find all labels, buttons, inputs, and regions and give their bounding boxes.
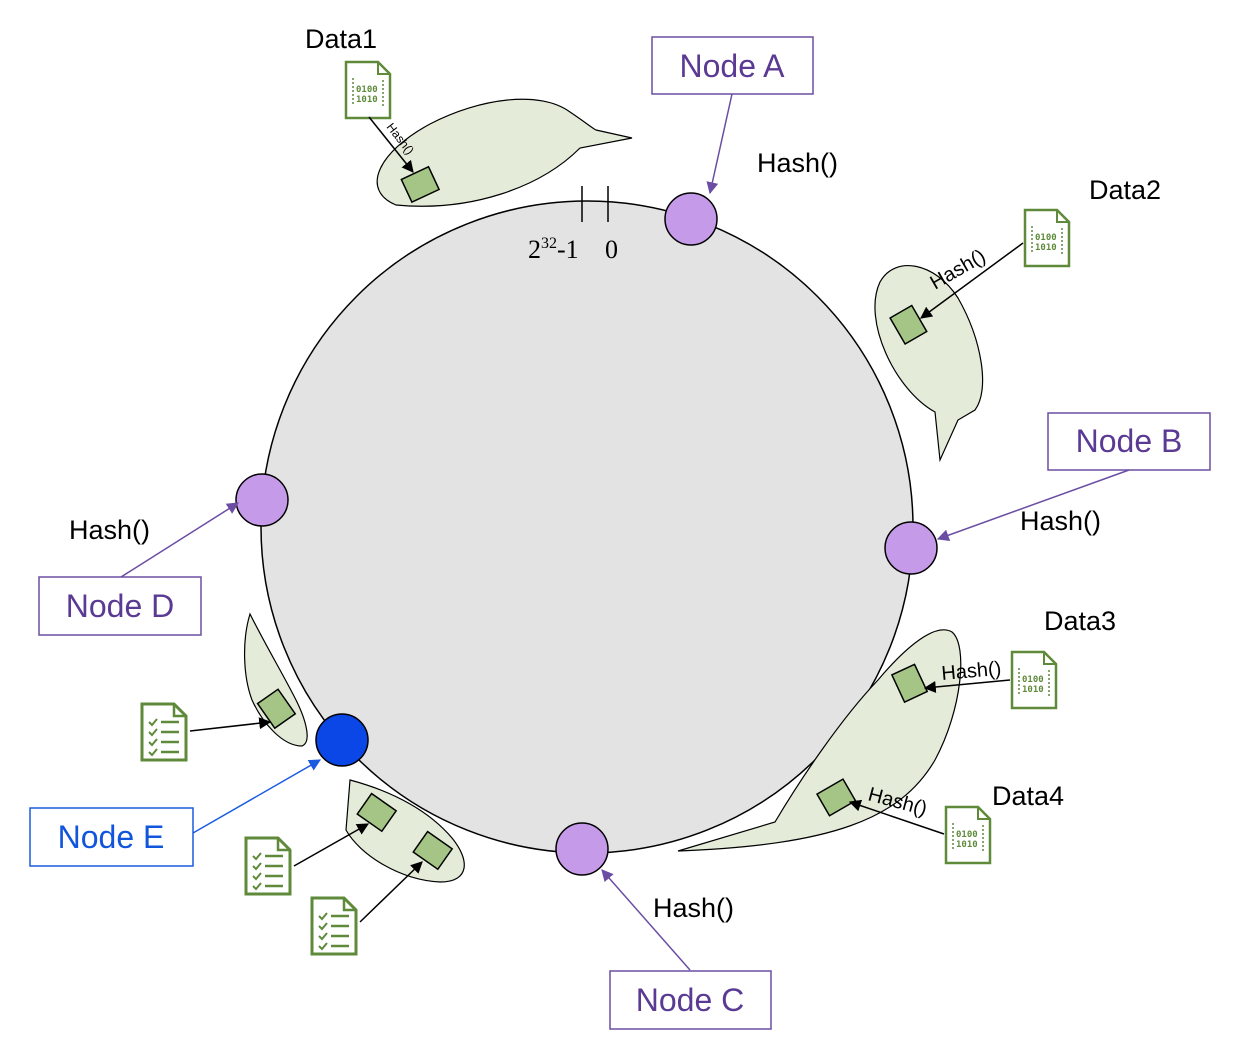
svg-text:1010: 1010	[1035, 243, 1057, 253]
node-b-hash-label: Hash()	[1020, 506, 1101, 536]
data4-file-icon: 0100 1010	[944, 805, 992, 865]
node-e-arrow	[192, 759, 322, 834]
ring-max-label: 232-1	[528, 235, 579, 264]
node-a-label: Node A	[680, 48, 786, 84]
svg-text:0100: 0100	[956, 830, 978, 840]
data3-hash-label: Hash()	[941, 658, 1003, 685]
data2-hash-key	[889, 304, 928, 346]
data3-hash-arrow	[923, 679, 1011, 693]
data4-hash-arrow	[848, 799, 945, 835]
node-d-hash-label: Hash()	[69, 515, 150, 545]
node-e-document-icon-3	[310, 896, 358, 956]
node-a-point[interactable]	[664, 192, 718, 246]
svg-text:0100: 0100	[356, 85, 378, 95]
node-e-doc2-hash-arrow	[293, 823, 370, 867]
ring-zero-label: 0	[605, 235, 618, 264]
data2-hash-label: Hash()	[927, 245, 990, 294]
node-b-point[interactable]	[884, 521, 938, 575]
data4-hash-key	[815, 778, 857, 817]
node-e-label: Node E	[58, 819, 165, 855]
svg-text:1010: 1010	[356, 95, 378, 105]
node-e-document-icon-1	[140, 702, 188, 762]
node-a-hash-label: Hash()	[757, 148, 838, 178]
node-e-lower-key-2	[412, 830, 454, 871]
node-c-point[interactable]	[555, 822, 609, 876]
node-d-arrow	[120, 502, 240, 578]
node-e-point[interactable]	[315, 713, 369, 767]
node-c-hash-label: Hash()	[653, 893, 734, 923]
node-d-box	[38, 576, 202, 636]
node-e-box	[29, 807, 194, 867]
data2-file-icon: 0100 1010	[1023, 208, 1071, 268]
node-e-upper-hash-arrow	[189, 717, 272, 732]
node-e-lower-key-1	[356, 792, 398, 833]
data3-data4-callout-bubble	[677, 629, 962, 852]
node-b-arrow	[936, 469, 1130, 541]
svg-text:0100: 0100	[1022, 675, 1044, 685]
data1-file-icon: 0100 1010	[344, 60, 392, 120]
data2-hash-arrow	[920, 242, 1024, 319]
node-a-box	[651, 36, 814, 95]
svg-text:1010: 1010	[1022, 685, 1044, 695]
node-c-arrow	[601, 869, 691, 971]
svg-text:1010: 1010	[956, 840, 978, 850]
data1-label: Data1	[305, 24, 377, 54]
node-e-doc3-hash-arrow	[359, 861, 423, 923]
node-a-arrow	[706, 93, 733, 195]
data3-file-icon: 0100 1010	[1010, 650, 1058, 710]
node-d-point[interactable]	[235, 473, 289, 527]
data3-label: Data3	[1044, 606, 1116, 636]
data2-label: Data2	[1089, 175, 1161, 205]
node-d-label: Node D	[66, 588, 175, 624]
node-b-label: Node B	[1076, 423, 1183, 459]
data3-hash-key	[890, 663, 929, 704]
svg-text:0100: 0100	[1035, 233, 1057, 243]
node-c-label: Node C	[636, 982, 745, 1018]
data1-hash-key	[400, 165, 441, 204]
data1-hash-arrow	[368, 116, 414, 173]
node-c-box	[609, 970, 772, 1030]
node-e-document-icon-2	[244, 836, 292, 896]
node-e-upper-key	[256, 688, 297, 730]
data4-label: Data4	[992, 781, 1064, 811]
